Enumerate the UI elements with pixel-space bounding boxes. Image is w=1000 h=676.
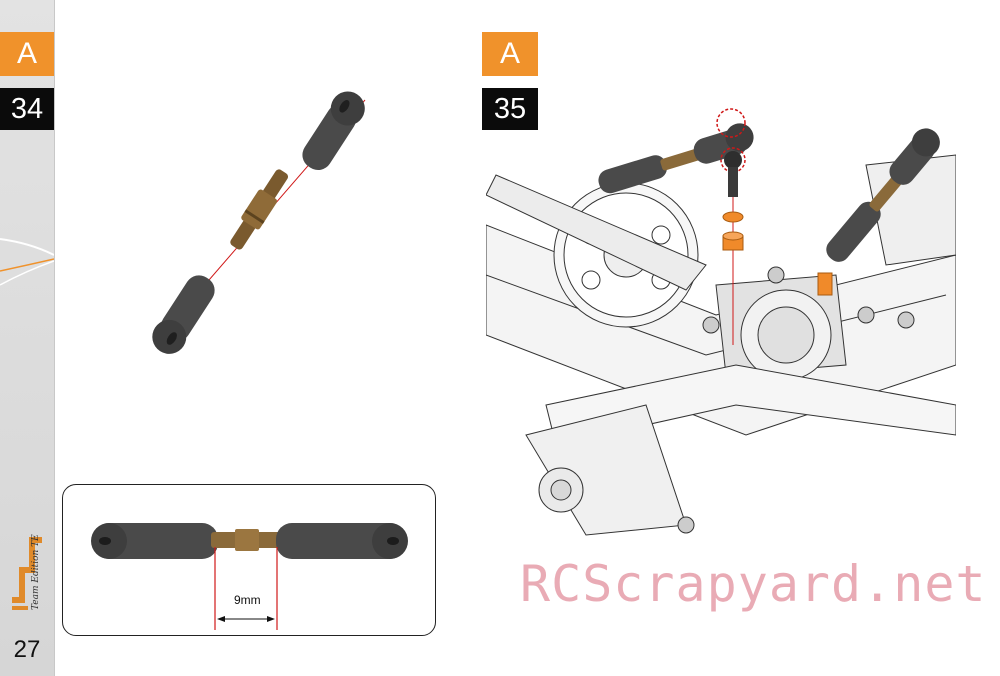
step-number-badge: 35 bbox=[482, 88, 538, 130]
chassis-assembly-illustration bbox=[486, 108, 956, 536]
swoosh-decoration bbox=[0, 238, 54, 286]
turnbuckle-detail-box: 9mm bbox=[62, 484, 436, 636]
step-section-badge: A bbox=[482, 32, 538, 76]
page-number: 27 bbox=[13, 636, 41, 663]
step-number-badge: 34 bbox=[0, 88, 54, 130]
step-section-badge: A bbox=[0, 32, 54, 76]
brand-logo: Team Edition TE bbox=[8, 500, 48, 615]
dimension-label: 9mm bbox=[234, 593, 261, 607]
brand-logo-icon: Team Edition TE bbox=[12, 534, 42, 610]
assembled-turnbuckle-illustration bbox=[91, 523, 408, 630]
watermark-text: RCScrapyard.net bbox=[520, 555, 987, 613]
svg-text:Team Edition TE: Team Edition TE bbox=[31, 534, 41, 610]
turnbuckle-exploded-illustration bbox=[152, 91, 366, 354]
